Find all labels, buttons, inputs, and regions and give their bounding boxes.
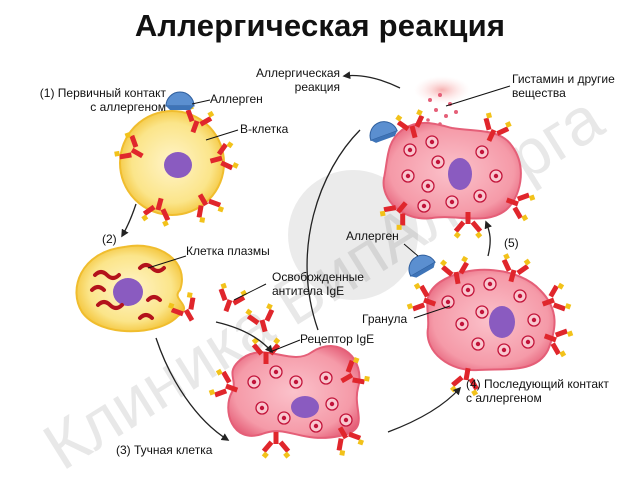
label-released-antibodies: Освобожденные антитела IgE xyxy=(272,270,364,298)
label-step2: (2) xyxy=(102,232,117,246)
cycle-arrows xyxy=(121,71,492,441)
mast-cell-step3 xyxy=(207,337,372,459)
label-step5: (5) xyxy=(504,236,519,250)
histamine-cloud xyxy=(414,76,470,104)
label-b-cell: B-клетка xyxy=(240,122,289,136)
label-ige-receptor: Рецептор IgE xyxy=(300,332,375,346)
label-allergic-reaction: Аллергическая реакция xyxy=(255,66,340,94)
label-step1: (1) Первичный контакт с аллергеном xyxy=(39,86,166,114)
label-step4: (4) Последующий контакт с аллергеном xyxy=(466,377,609,405)
mitochondria xyxy=(90,263,166,320)
allergen-shape-2 xyxy=(403,249,438,281)
label-histamine: Гистамин и другие вещества xyxy=(512,72,615,100)
plasma-cell xyxy=(75,244,186,333)
label-allergen-top: Аллерген xyxy=(210,92,263,106)
mast-cell-step5 xyxy=(365,76,537,239)
label-granule: Гранула xyxy=(362,312,408,326)
mast-cell-step4 xyxy=(403,249,575,397)
b-cell xyxy=(112,91,240,228)
allergen-shape-1 xyxy=(165,91,195,111)
label-step3: (3) Тучная клетка xyxy=(116,443,213,457)
label-allergen-right: Аллерген xyxy=(346,229,399,243)
label-plasma-cell: Клетка плазмы xyxy=(186,244,270,258)
leader-lines xyxy=(147,85,511,353)
b-cell-nucleus xyxy=(164,152,192,178)
page-title: Аллергическая реакция xyxy=(134,8,506,43)
